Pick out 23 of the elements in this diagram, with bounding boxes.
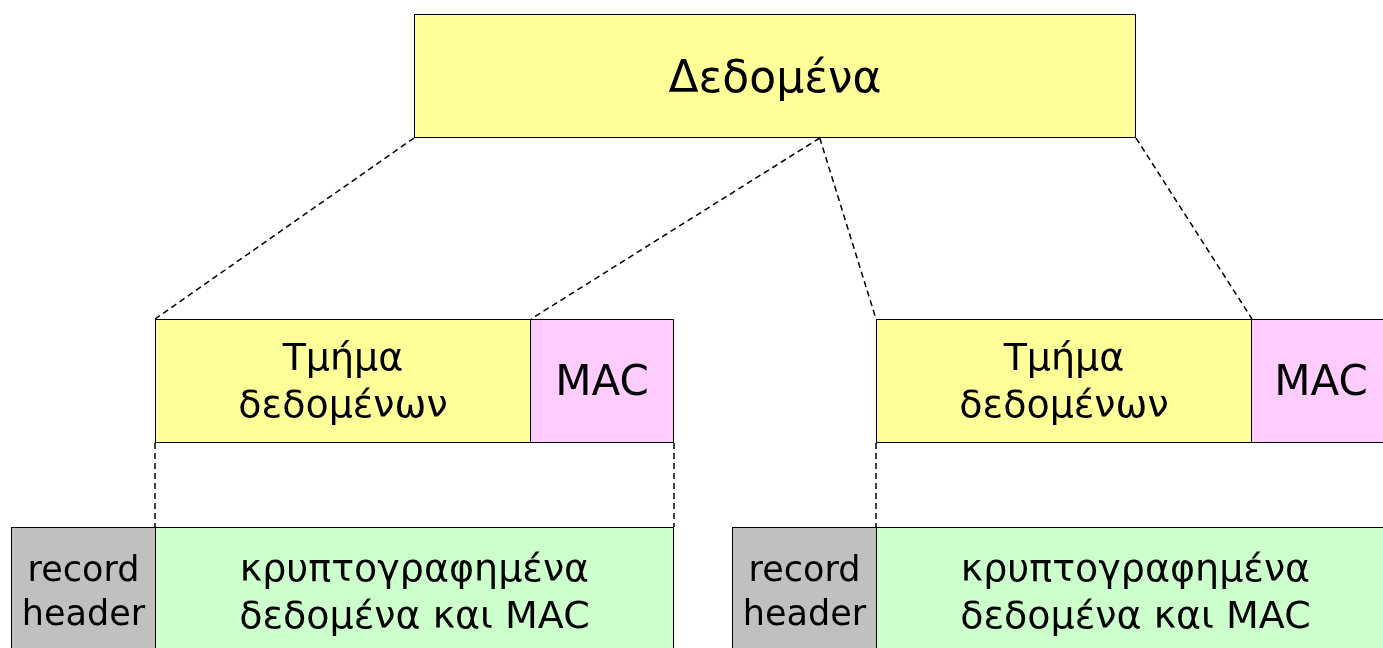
dashed-line bbox=[1135, 137, 1253, 320]
box-label: Δεδομένα bbox=[668, 49, 882, 104]
data-fragment-box bbox=[876, 319, 1252, 443]
encrypted-data-box bbox=[876, 527, 1383, 648]
dashed-line bbox=[673, 442, 675, 528]
box-label: record header bbox=[741, 548, 868, 635]
mac-box bbox=[530, 319, 674, 443]
box-label: Τμήμα δεδομένων bbox=[958, 333, 1170, 428]
mac-box bbox=[1251, 319, 1383, 443]
dashed-line bbox=[154, 442, 156, 528]
box-label: record header bbox=[20, 548, 147, 635]
box-label: MAC bbox=[555, 354, 649, 407]
dashed-line bbox=[154, 137, 415, 320]
data-box bbox=[414, 14, 1136, 138]
dashed-line bbox=[875, 442, 877, 528]
box-label: Τμήμα δεδομένων bbox=[237, 333, 449, 428]
record-header-box bbox=[11, 527, 156, 648]
box-label: MAC bbox=[1274, 354, 1368, 407]
data-fragment-box bbox=[155, 319, 531, 443]
record-header-box bbox=[732, 527, 877, 648]
encrypted-data-box bbox=[155, 527, 674, 648]
box-label: κρυπτογραφημένα δεδομένα και MAC bbox=[238, 544, 591, 639]
box-label: κρυπτογραφημένα δεδομένα και MAC bbox=[959, 544, 1312, 639]
